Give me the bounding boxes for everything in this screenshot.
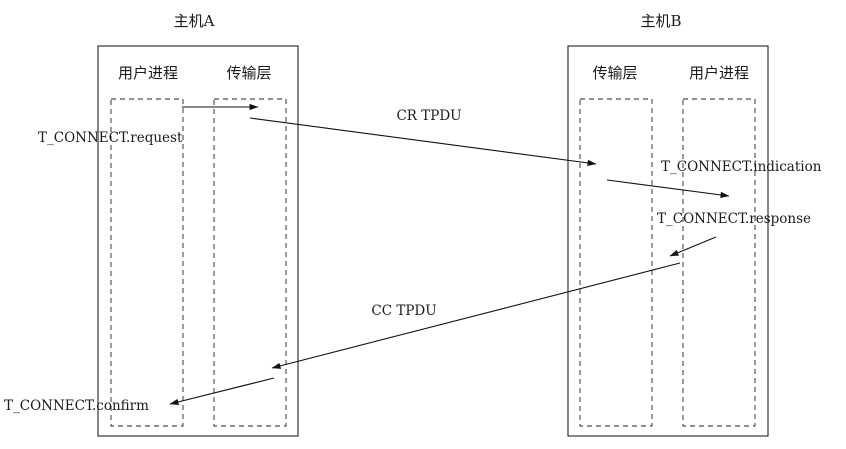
t-connect-indication-label: T_CONNECT.indication (661, 159, 822, 175)
host-b-transport-layer-lane (579, 98, 653, 427)
t-connect-response-label: T_CONNECT.response (657, 211, 811, 227)
host-a-user-process-label: 用户进程 (118, 64, 178, 82)
t-connect-confirm-label: T_CONNECT.confirm (4, 398, 149, 414)
host-b-frame (567, 45, 769, 437)
host-b: 主机B 传输层 用户进程 (567, 12, 769, 437)
t-connect-request-label: T_CONNECT.request (38, 130, 183, 146)
host-a-transport-layer-lane (213, 98, 287, 427)
confirm-arrow (169, 377, 275, 405)
host-a: 主机A 用户进程 传输层 (97, 12, 299, 437)
host-a-transport-layer-label: 传输层 (226, 64, 271, 82)
host-b-user-process-lane (682, 98, 756, 427)
cr-tpdu-arrow (249, 117, 597, 166)
indication-arrow (606, 179, 730, 199)
host-b-transport-layer-label: 传输层 (592, 64, 637, 82)
host-a-title: 主机A (174, 12, 215, 30)
cc-tpdu-label: CC TPDU (371, 303, 436, 319)
cr-tpdu-label: CR TPDU (396, 108, 461, 124)
response-arrow (669, 236, 717, 257)
host-b-title: 主机B (640, 12, 681, 30)
host-a-user-process-lane (110, 98, 184, 427)
host-a-frame (97, 45, 299, 437)
host-b-user-process-label: 用户进程 (689, 64, 749, 82)
cc-tpdu-arrow (271, 262, 681, 369)
